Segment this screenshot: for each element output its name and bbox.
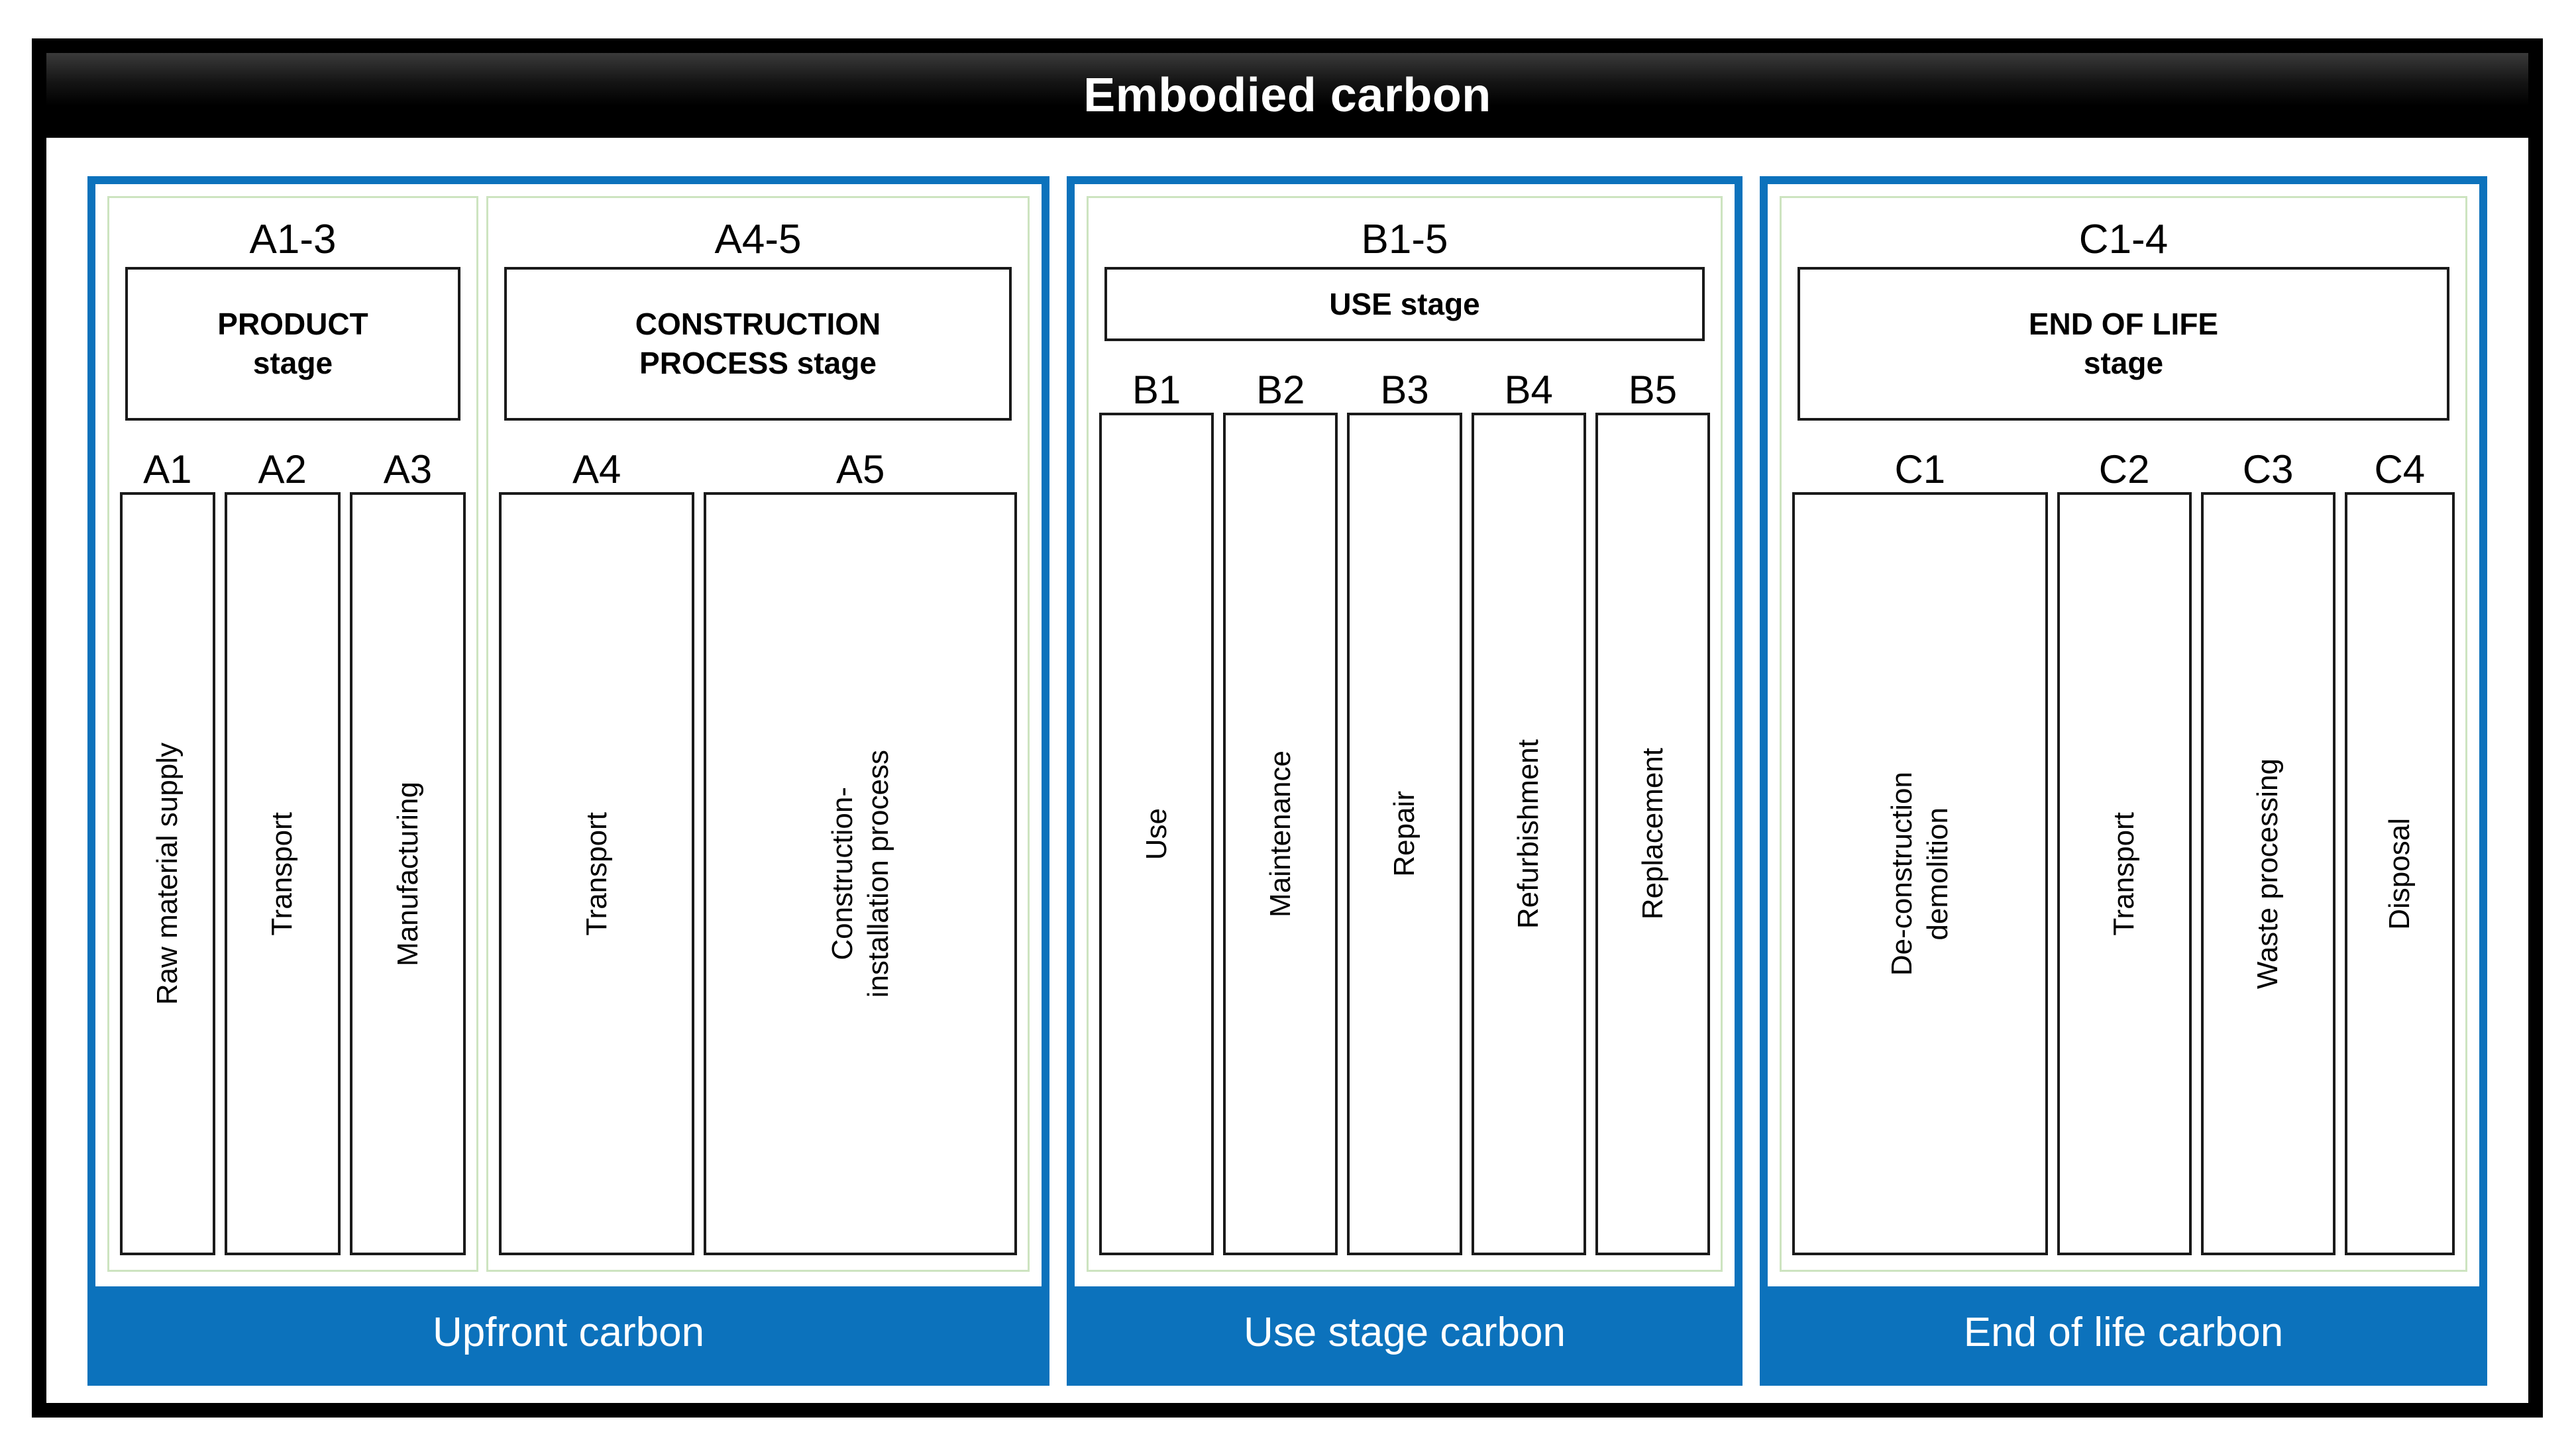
substage-b2: B2 Maintenance	[1223, 370, 1338, 1255]
substage-b3: B3 Repair	[1347, 370, 1462, 1255]
substages-a4-5: A4 Transport A5 Construction- installati…	[499, 450, 1017, 1255]
stage-group-b1-5: B1-5 USE stage B1 Use	[1087, 196, 1723, 1272]
panel-upfront-carbon: A1-3 PRODUCT stage A1 Raw material suppl…	[87, 176, 1049, 1386]
stage-name-line-1: END OF LIFE	[2028, 307, 2219, 342]
panel-end-of-life-carbon: C1-4 END OF LIFE stage C1 De-constructio…	[1760, 176, 2487, 1386]
substage-box-c4: Disposal	[2344, 492, 2455, 1255]
footer-use-stage-carbon: Use stage carbon	[1075, 1286, 1735, 1378]
stage-group-c1-4: C1-4 END OF LIFE stage C1 De-constructio…	[1780, 196, 2467, 1272]
stage-name-construction-process: CONSTRUCTION PROCESS stage	[504, 267, 1012, 421]
substage-code-c1: C1	[1894, 447, 1946, 491]
panel-use-stage-carbon: B1-5 USE stage B1 Use	[1067, 176, 1743, 1386]
substage-code-a2: A2	[258, 447, 307, 491]
panel-use-content: B1-5 USE stage B1 Use	[1075, 184, 1735, 1286]
substage-label-b3: Repair	[1388, 791, 1421, 877]
page-title: Embodied carbon	[1083, 69, 1491, 122]
substage-code-c2: C2	[2098, 447, 2150, 491]
substage-box-a4: Transport	[499, 492, 695, 1255]
substage-label-a5-line-1: Construction-	[826, 787, 859, 960]
stage-name-line-1: USE stage	[1329, 286, 1480, 321]
substage-label-c4: Disposal	[2383, 817, 2416, 930]
substages-a1-3: A1 Raw material supply A2 Transport	[120, 450, 466, 1255]
substage-code-b3: B3	[1380, 368, 1429, 412]
substage-label-a4: Transport	[580, 811, 613, 936]
stage-name-end-of-life: END OF LIFE stage	[1798, 267, 2449, 421]
group-code-a1-3: A1-3	[249, 217, 337, 262]
substage-label-c1-line-2: demolition	[1921, 807, 1954, 941]
substage-label-c3: Waste processing	[2251, 758, 2284, 990]
panel-upfront-content: A1-3 PRODUCT stage A1 Raw material suppl…	[95, 184, 1042, 1286]
substage-label-c1-line-1: De-construction	[1886, 771, 1919, 976]
footer-upfront-carbon: Upfront carbon	[95, 1286, 1042, 1378]
substage-code-a5: A5	[836, 447, 885, 491]
substage-code-b1: B1	[1132, 368, 1181, 412]
footer-end-of-life-carbon: End of life carbon	[1768, 1286, 2479, 1378]
substage-code-c4: C4	[2374, 447, 2426, 491]
substage-box-b3: Repair	[1347, 413, 1462, 1255]
substage-label-b4: Refurbishment	[1512, 739, 1545, 929]
substage-label-b5: Replacement	[1636, 748, 1669, 920]
substage-box-b1: Use	[1099, 413, 1214, 1255]
substage-box-c1: De-construction demolition	[1792, 492, 2048, 1255]
stage-name-line-2: PROCESS stage	[639, 346, 877, 380]
substage-box-c2: Transport	[2057, 492, 2192, 1255]
group-code-b1-5: B1-5	[1361, 217, 1448, 262]
substage-label-a3: Manufacturing	[391, 781, 424, 966]
substage-c4: C4 Disposal	[2344, 447, 2455, 1255]
embodied-carbon-diagram: Embodied carbon A1-3 PRODUCT stage	[32, 38, 2543, 1418]
substage-c2: C2 Transport	[2057, 450, 2192, 1255]
stage-name-line-2: stage	[252, 346, 333, 380]
substage-c3: C3 Waste processing	[2200, 447, 2335, 1255]
substage-b4: B4 Refurbishment	[1471, 368, 1586, 1255]
substage-code-b4: B4	[1504, 368, 1553, 412]
stage-name-line-1: PRODUCT	[217, 307, 368, 342]
substage-a3: A3 Manufacturing	[349, 447, 466, 1255]
substage-box-a1: Raw material supply	[120, 492, 215, 1255]
substage-box-a5: Construction- installation process	[704, 492, 1017, 1255]
substage-box-b5: Replacement	[1595, 413, 1711, 1255]
substage-label-a1: Raw material supply	[150, 742, 184, 1006]
panels-row: A1-3 PRODUCT stage A1 Raw material suppl…	[87, 176, 2487, 1386]
substage-code-b2: B2	[1256, 368, 1305, 412]
substage-box-b4: Refurbishment	[1471, 413, 1586, 1255]
stage-group-a1-3: A1-3 PRODUCT stage A1 Raw material suppl…	[107, 196, 478, 1272]
stage-group-a4-5: A4-5 CONSTRUCTION PROCESS stage A4 Trans…	[486, 196, 1030, 1272]
stage-name-line-1: CONSTRUCTION	[635, 307, 881, 342]
substage-code-a3: A3	[383, 447, 433, 491]
substage-a4: A4 Transport	[499, 447, 695, 1255]
substage-label-a5-line-2: installation process	[861, 749, 894, 998]
substages-c1-4: C1 De-construction demolition C2 Transpo…	[1792, 450, 2455, 1255]
substage-b1: B1 Use	[1099, 370, 1214, 1255]
substage-a1: A1 Raw material supply	[120, 450, 215, 1255]
group-code-a4-5: A4-5	[714, 217, 802, 262]
panel-eol-content: C1-4 END OF LIFE stage C1 De-constructio…	[1768, 184, 2479, 1286]
substages-b1-5: B1 Use B2 Maintenance	[1099, 368, 1711, 1255]
substage-box-a2: Transport	[224, 492, 341, 1255]
substage-code-c3: C3	[2242, 447, 2294, 491]
stage-name-product: PRODUCT stage	[125, 267, 460, 421]
substage-code-a1: A1	[143, 447, 192, 491]
substage-c1: C1 De-construction demolition	[1792, 450, 2048, 1255]
substage-a5: A5 Construction- installation process	[704, 450, 1017, 1255]
group-code-c1-4: C1-4	[2078, 217, 2169, 262]
substage-a2: A2 Transport	[224, 447, 341, 1255]
substage-b5: B5 Replacement	[1595, 368, 1711, 1255]
substage-box-a3: Manufacturing	[349, 492, 466, 1255]
diagram-header-bar: Embodied carbon	[46, 53, 2528, 138]
stage-name-use: USE stage	[1104, 267, 1705, 341]
substage-box-c3: Waste processing	[2200, 492, 2335, 1255]
substage-code-b5: B5	[1628, 368, 1678, 412]
substage-code-a4: A4	[572, 447, 621, 491]
substage-label-a2: Transport	[266, 811, 299, 936]
substage-label-b1: Use	[1140, 807, 1173, 860]
substage-label-b2: Maintenance	[1263, 750, 1297, 917]
stage-name-line-2: stage	[2083, 346, 2164, 380]
diagram-body: A1-3 PRODUCT stage A1 Raw material suppl…	[46, 138, 2528, 1403]
substage-label-c2: Transport	[2108, 811, 2141, 936]
substage-box-b2: Maintenance	[1223, 413, 1338, 1255]
